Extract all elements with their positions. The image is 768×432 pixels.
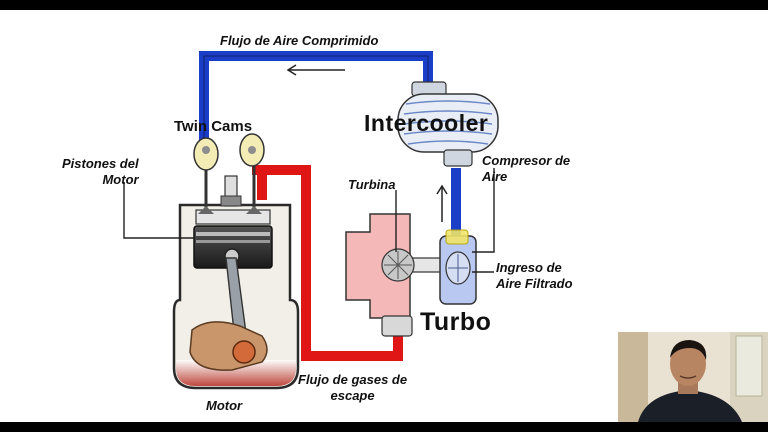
bottom-letterbox xyxy=(0,422,768,432)
intercooler-label: Intercooler xyxy=(364,110,489,136)
top-letterbox xyxy=(0,0,768,10)
compressed-air-pipe xyxy=(199,51,461,236)
turbo-label: Turbo xyxy=(420,308,492,336)
engine-block xyxy=(172,150,300,390)
exhaust-pipe xyxy=(252,165,403,361)
intercooler-unit xyxy=(397,81,499,167)
compressor-up-arrow xyxy=(436,184,448,222)
compressed-air-flow-label: Flujo de Aire Comprimido xyxy=(220,33,379,48)
air-flow-arrow xyxy=(286,64,345,76)
filtered-air-inlet-label: Ingreso de Aire Filtrado xyxy=(496,260,573,291)
exhaust-gas-flow-label: Flujo de gases de escape xyxy=(298,372,408,403)
twin-cams-label: Twin Cams xyxy=(174,118,253,135)
air-compressor-label: Compresor de Aire xyxy=(482,153,571,184)
person-webcam-icon xyxy=(618,332,768,422)
engine-pistons-label: Pistones del Motor xyxy=(62,156,139,187)
engine-label: Motor xyxy=(206,398,243,413)
presenter-webcam xyxy=(618,332,768,422)
leader-lines xyxy=(123,168,495,273)
turbine-label: Turbina xyxy=(348,177,396,192)
twin-cams xyxy=(193,133,265,171)
turbo-assembly xyxy=(345,213,477,337)
